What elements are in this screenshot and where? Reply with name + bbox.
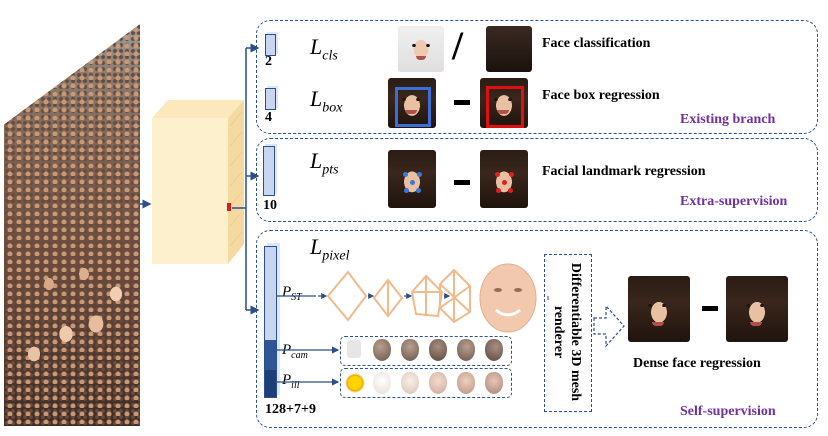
extra-supervision-label: Extra-supervision bbox=[680, 194, 788, 209]
blue-box bbox=[395, 87, 431, 127]
self-supervision-label: Self-supervision bbox=[680, 404, 776, 419]
lit-face-5 bbox=[485, 372, 503, 394]
dense-face-target bbox=[726, 276, 788, 342]
box-output-bar bbox=[265, 88, 276, 110]
red-box bbox=[486, 86, 524, 128]
mesh-refinement-sequence bbox=[318, 263, 537, 333]
lit-face-2 bbox=[401, 372, 419, 394]
pts-loss: Lpts bbox=[310, 148, 339, 178]
head-pose-1 bbox=[373, 339, 391, 361]
lit-face-1 bbox=[373, 372, 391, 394]
face-box-blue-thumbnail bbox=[388, 78, 436, 128]
param-st: PST bbox=[282, 284, 302, 303]
negative-hair-thumbnail bbox=[486, 26, 532, 72]
panel-extra-supervision bbox=[256, 138, 818, 222]
head-pose-4 bbox=[457, 339, 475, 361]
slash-separator: / bbox=[452, 23, 464, 68]
camera-icon bbox=[347, 340, 361, 358]
cls-output-bar bbox=[265, 34, 276, 56]
cls-title: Face classification bbox=[542, 36, 651, 51]
cls-loss: Lcls bbox=[310, 34, 338, 64]
renderer-label: Differentiable 3D mesh renderer bbox=[551, 262, 583, 402]
minus-box bbox=[454, 100, 470, 105]
pixel-dim: 128+7+9 bbox=[265, 402, 316, 417]
minus-dense bbox=[702, 306, 718, 311]
lit-face-3 bbox=[429, 372, 447, 394]
head-pose-2 bbox=[401, 339, 419, 361]
head-pose-3 bbox=[429, 339, 447, 361]
pts-title: Facial landmark regression bbox=[542, 164, 706, 179]
pixel-title: Dense face regression bbox=[633, 356, 761, 371]
pixel-loss: Lpixel bbox=[310, 234, 350, 264]
face-landmarks-blue-thumbnail bbox=[388, 150, 436, 208]
box-loss: Lbox bbox=[310, 86, 343, 116]
existing-branch-label: Existing branch bbox=[680, 112, 776, 127]
head-pose-5 bbox=[485, 339, 503, 361]
panel-self-supervision bbox=[256, 230, 818, 428]
camera-row bbox=[340, 336, 512, 366]
positive-face-thumbnail bbox=[398, 26, 444, 72]
box-title: Face box regression bbox=[542, 88, 660, 103]
lit-face-4 bbox=[457, 372, 475, 394]
cls-dim: 2 bbox=[265, 54, 272, 69]
face-landmarks-red-thumbnail bbox=[480, 150, 528, 208]
sun-icon bbox=[345, 373, 365, 393]
minus-pts bbox=[454, 180, 470, 185]
param-ill: Pill bbox=[282, 372, 300, 391]
face-box-red-thumbnail bbox=[480, 78, 528, 128]
pts-output-bar bbox=[263, 146, 275, 196]
pixel-output-bar bbox=[264, 246, 277, 398]
anchor-marker bbox=[227, 203, 231, 211]
render-arrow bbox=[593, 304, 625, 348]
feature-map-cube bbox=[152, 100, 244, 264]
box-dim: 4 bbox=[265, 110, 272, 125]
dense-face-rendered bbox=[628, 276, 690, 342]
renderer-box bbox=[544, 254, 592, 412]
mesh-face-render bbox=[479, 263, 537, 333]
illumination-row bbox=[340, 368, 512, 398]
pts-dim: 10 bbox=[263, 198, 277, 213]
panel-existing-branch bbox=[256, 20, 818, 134]
